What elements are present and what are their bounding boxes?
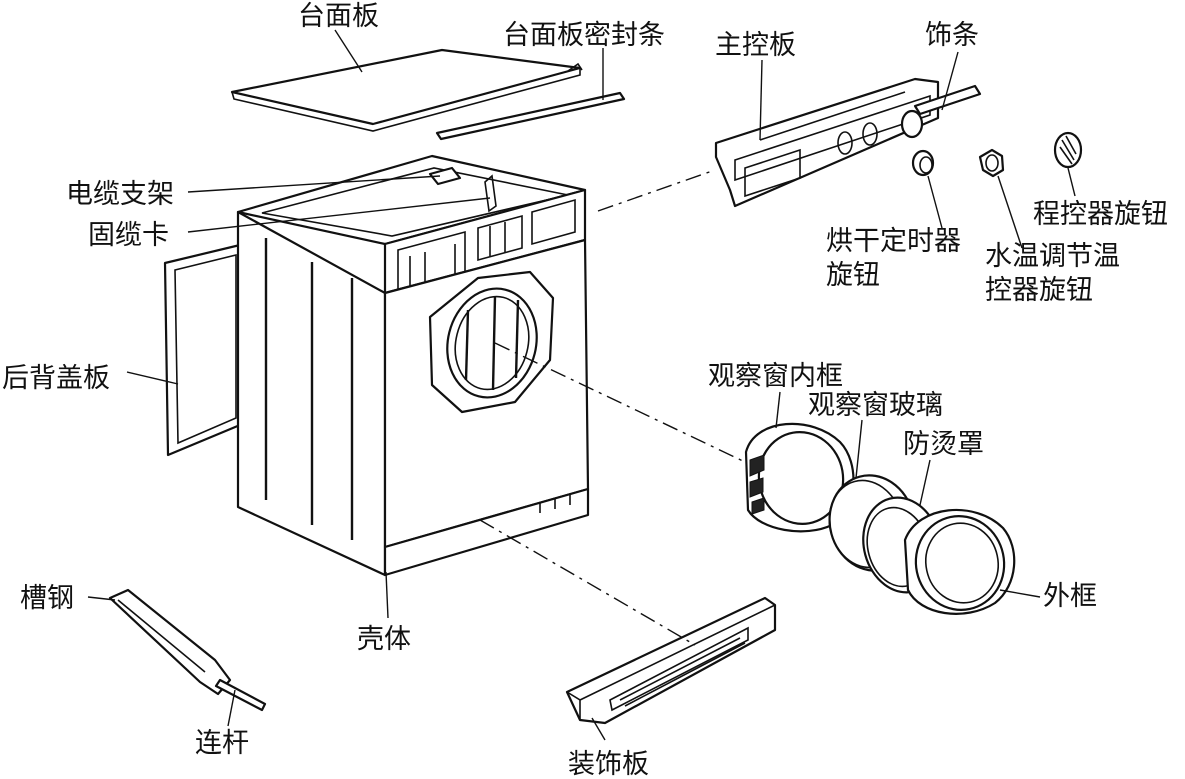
leader-water-temp-knob: [997, 175, 1023, 249]
leader-rear-cover: [126, 371, 179, 385]
leader-trim-strip: [941, 51, 959, 111]
trim-strip: [913, 84, 982, 116]
leader-housing: [385, 571, 389, 619]
decorative-panel: [565, 596, 777, 725]
label-program-controller-knob: 程控器旋钮: [1033, 199, 1168, 230]
centerline-window: [494, 342, 746, 463]
leader-program-controller-knob: [1067, 167, 1076, 197]
label-outer-frame: 外框: [1043, 581, 1097, 612]
housing: [236, 154, 590, 577]
label-top-panel: 台面板: [298, 1, 379, 32]
label-heat-shield: 防烫罩: [903, 429, 984, 460]
label-window-inner-frame: 观察窗内框: [708, 361, 843, 392]
leader-window-inner-frame: [775, 391, 781, 429]
leader-cable-clip: [187, 197, 491, 233]
leader-outer-frame: [999, 589, 1041, 598]
label-trim-strip: 饰条: [925, 20, 979, 51]
top-panel: [230, 48, 583, 132]
label-dryer-timer-knob-line2: 旋钮: [826, 260, 880, 291]
leader-channel-steel: [87, 596, 116, 601]
centerline-control-panel: [597, 169, 716, 212]
top-panel-seal-strip: [435, 91, 626, 141]
window-inner-frame: [744, 422, 855, 533]
label-housing: 壳体: [357, 624, 411, 655]
label-connecting-rod: 连杆: [195, 728, 249, 759]
water-temp-knob: [978, 148, 1005, 178]
centerline-decorative-panel: [479, 519, 696, 646]
leader-main-control-panel: [759, 59, 763, 141]
label-top-panel-seal: 台面板密封条: [503, 20, 665, 51]
main-control-panel: [714, 77, 940, 208]
leader-heat-shield: [919, 459, 931, 506]
outer-frame: [903, 508, 1016, 615]
label-window-glass: 观察窗玻璃: [808, 390, 943, 421]
leader-connecting-rod: [227, 689, 236, 727]
connecting-rod: [214, 678, 267, 712]
leader-decorative-panel: [591, 717, 606, 741]
label-cable-support: 电缆支架: [66, 179, 174, 210]
label-main-control-panel: 主控板: [715, 30, 796, 61]
label-cable-clip: 固缆卡: [88, 220, 169, 251]
label-dryer-timer-knob-line1: 烘干定时器: [826, 226, 961, 257]
label-water-temp-knob-line1: 水温调节温: [985, 241, 1120, 272]
label-rear-cover: 后背盖板: [2, 363, 110, 394]
leader-cable-support: [187, 175, 441, 193]
leader-dryer-timer-knob: [927, 175, 943, 229]
label-water-temp-knob-line2: 控器旋钮: [985, 275, 1093, 306]
channel-steel: [108, 588, 232, 696]
leader-top-panel: [334, 29, 363, 73]
leader-window-glass: [855, 419, 863, 479]
label-channel-steel: 槽钢: [20, 583, 74, 614]
label-decorative-panel: 装饰板: [568, 749, 649, 779]
rear-cover: [163, 243, 242, 457]
dryer-timer-knob: [911, 149, 935, 177]
program-controller-knob: [1053, 131, 1083, 169]
